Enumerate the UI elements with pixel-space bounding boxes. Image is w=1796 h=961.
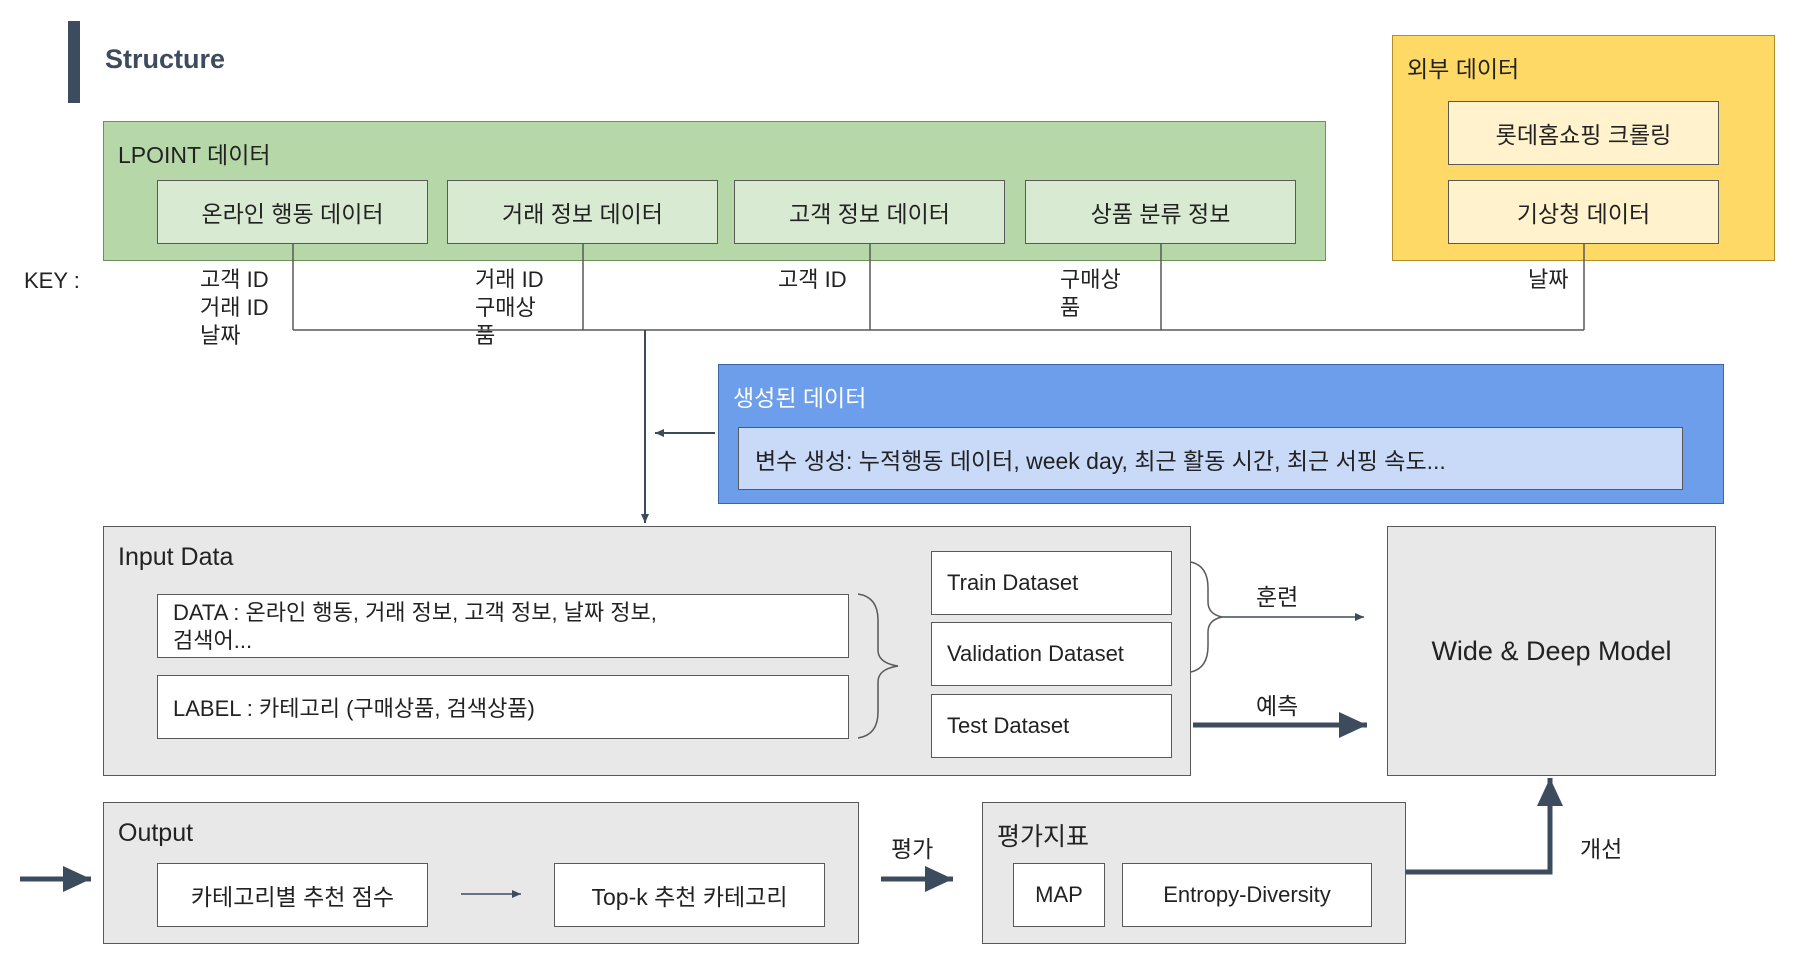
dataset-label: Train Dataset xyxy=(947,570,1079,595)
input-data-line: 검색어... xyxy=(173,628,253,653)
model-title: Wide & Deep Model xyxy=(1431,635,1672,666)
output-score-box: 카테고리별 추천 점수 xyxy=(157,863,428,927)
dataset-brace xyxy=(1190,561,1223,673)
dataset-train: Train Dataset xyxy=(931,551,1172,615)
key-online-behavior: 고객 ID 거래 ID 날짜 xyxy=(200,266,269,350)
edge-label-train: 훈련 xyxy=(1256,584,1299,610)
key-product-category: 구매상 품 xyxy=(1060,266,1121,322)
dataset-test: Test Dataset xyxy=(931,694,1172,758)
lpoint-item-online-behavior: 온라인 행동 데이터 xyxy=(157,180,428,244)
dataset-label: Test Dataset xyxy=(947,713,1070,738)
output-topk-label: Top-k 추천 카테고리 xyxy=(591,884,788,910)
header-accent-bar xyxy=(68,21,80,103)
metric-label: Entropy-Diversity xyxy=(1163,882,1331,907)
metric-entropy-box: Entropy-Diversity xyxy=(1122,863,1372,927)
improve-arrow xyxy=(1406,778,1563,875)
output-topk-box: Top-k 추천 카테고리 xyxy=(554,863,825,927)
key-line: 품 xyxy=(1060,295,1081,320)
generated-title: 생성된 데이터 xyxy=(733,385,867,411)
input-title: Input Data xyxy=(118,543,234,571)
edge-label-evaluate: 평가 xyxy=(891,836,934,862)
output-score-label: 카테고리별 추천 점수 xyxy=(190,884,395,910)
input-label-text: LABEL : 카테고리 (구매상품, 검색상품) xyxy=(173,696,535,721)
generated-content: 변수 생성: 누적행동 데이터, week day, 최근 활동 시간, 최근 … xyxy=(755,447,1446,474)
key-line: 고객 ID xyxy=(200,267,269,292)
key-line: 거래 ID xyxy=(200,295,269,320)
input-data-line: DATA : 온라인 행동, 거래 정보, 고객 정보, 날짜 정보, xyxy=(173,600,657,625)
key-line: 구매상 xyxy=(1060,267,1121,292)
external-item-crawling: 롯데홈쇼핑 크롤링 xyxy=(1448,101,1719,165)
edge-label-predict: 예측 xyxy=(1256,693,1299,719)
key-customer: 고객 ID xyxy=(778,266,847,294)
key-external: 날짜 xyxy=(1528,267,1569,292)
external-item-weather: 기상청 데이터 xyxy=(1448,180,1719,244)
lpoint-item-label: 상품 분류 정보 xyxy=(1090,201,1231,227)
key-line: 구매상 xyxy=(475,295,536,320)
lpoint-item-customer: 고객 정보 데이터 xyxy=(734,180,1005,244)
page-title: Structure xyxy=(105,44,226,74)
key-label: KEY : xyxy=(24,268,80,293)
metric-label: MAP xyxy=(1035,882,1083,907)
lpoint-item-transaction: 거래 정보 데이터 xyxy=(447,180,718,244)
dataset-validation: Validation Dataset xyxy=(931,622,1172,686)
lpoint-item-product-category: 상품 분류 정보 xyxy=(1025,180,1296,244)
wide-deep-model-box: Wide & Deep Model xyxy=(1387,526,1716,776)
lpoint-item-label: 온라인 행동 데이터 xyxy=(201,201,384,227)
metric-map-box: MAP xyxy=(1013,863,1105,927)
dataset-label: Validation Dataset xyxy=(947,641,1124,666)
generated-content-box: 변수 생성: 누적행동 데이터, week day, 최근 활동 시간, 최근 … xyxy=(738,427,1683,490)
key-line: 거래 ID xyxy=(475,267,544,292)
lpoint-title: LPOINT 데이터 xyxy=(118,142,271,168)
external-item-label: 기상청 데이터 xyxy=(1516,201,1651,227)
external-title: 외부 데이터 xyxy=(1407,56,1520,82)
key-line: 날짜 xyxy=(200,323,241,348)
lpoint-item-label: 고객 정보 데이터 xyxy=(789,201,950,227)
input-data-box: DATA : 온라인 행동, 거래 정보, 고객 정보, 날짜 정보, 검색어.… xyxy=(157,594,849,658)
key-line: 고객 ID xyxy=(778,267,847,292)
input-brace xyxy=(857,593,899,739)
output-title: Output xyxy=(118,819,194,847)
input-label-box: LABEL : 카테고리 (구매상품, 검색상품) xyxy=(157,675,849,739)
metrics-title: 평가지표 xyxy=(997,823,1090,851)
edge-label-improve: 개선 xyxy=(1580,836,1623,862)
external-item-label: 롯데홈쇼핑 크롤링 xyxy=(1495,122,1672,148)
lpoint-item-label: 거래 정보 데이터 xyxy=(502,201,663,227)
